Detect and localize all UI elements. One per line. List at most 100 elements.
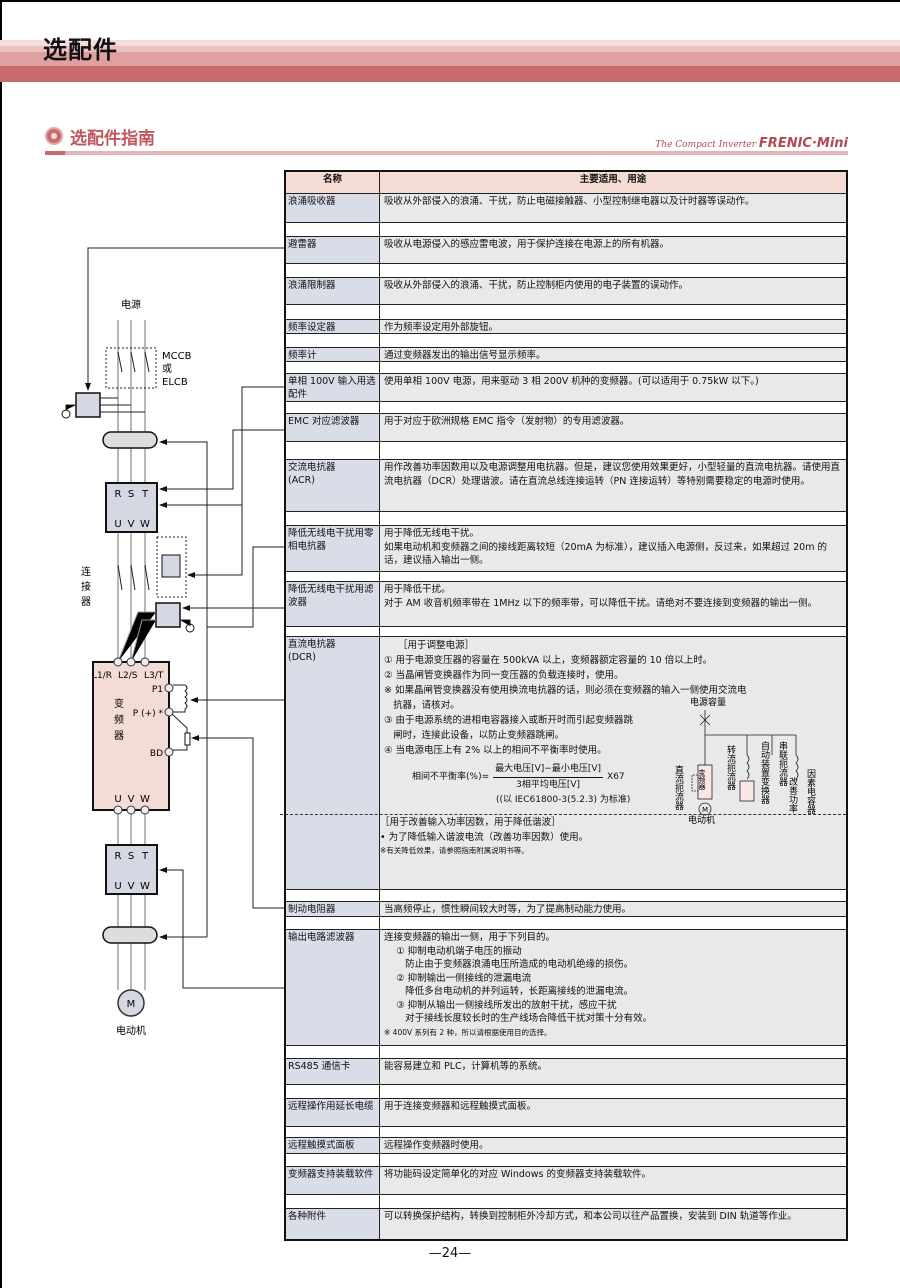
terminal-label: W <box>140 881 150 892</box>
terminal-label: W <box>140 519 150 530</box>
dcr-item: ② 当晶闸管变换器作为同一变压器的负载连接时，使用。 <box>384 670 624 681</box>
auto-converter-label: 自动装置变换器 <box>759 740 770 804</box>
formula-fraction: 最大电压[V]−最小电压[V] 3相平均电压[V] <box>493 762 604 793</box>
spacer-row <box>286 305 846 320</box>
table-row: RS485 通信卡能容易建立和 PLC，计算机等的系统。 <box>286 1059 846 1085</box>
spacer-row <box>286 362 846 374</box>
contactor-label: 接 <box>81 580 91 593</box>
spacer-cell <box>286 1046 380 1058</box>
power-capacity-diagram: 电源容量直流扼流器变频器M电动机转流扼流器自动装置变换器串联扼流器改善功率因素电… <box>673 696 816 825</box>
option-usage: 可以转换保护结构，转换到控制柜外冷却方式，和本公司以往产品置换，安装到 DIN … <box>380 1209 846 1239</box>
usage-text: 用作改善功率因数用以及电源调整用电抗器。但是，建议您使用效果更好，小型轻量的直流… <box>384 462 841 487</box>
inverter-label: 器 <box>114 730 124 742</box>
terminal-label: T <box>141 489 149 500</box>
spacer-cell <box>286 572 380 581</box>
table-row: 频率计通过变频器发出的输出信号显示频率。 <box>286 348 846 362</box>
table-row: 浪涌吸收器吸收从外部侵入的浪涌、干扰，防止电磁接触器、小型控制继电器以及计时器等… <box>286 194 846 223</box>
option-usage: ［用于调整电源］① 用于电源变压器的容量在 500kVA 以上，变频器额定容量的… <box>280 637 846 889</box>
terminal-label: V <box>128 519 135 530</box>
p1-terminal-label: P1 <box>152 685 163 695</box>
header-band <box>0 46 900 52</box>
spacer-row <box>286 442 846 460</box>
formula-numerator: 最大电压[V]−最小电压[V] <box>493 762 604 778</box>
usage-text: 用于连接变频器和远程触摸式面板。 <box>384 1101 537 1112</box>
option-usage: 通过变频器发出的输出信号显示频率。 <box>380 348 846 361</box>
section-divider <box>45 151 848 155</box>
usage-text: 将功能码设定简单化的对应 Windows 的变频器支持装载软件。 <box>384 1169 651 1180</box>
header-band <box>0 52 900 66</box>
option-name: 浪涌限制器 <box>286 278 380 304</box>
option-usage: 用于降低无线电干扰。 如果电动机和变频器之间的接线距离较短（20mA 为标准），… <box>380 526 846 571</box>
motor-label: 电动机 <box>116 1024 146 1037</box>
motor-label: 电动机 <box>688 814 715 825</box>
inverter-label: 变 <box>114 697 124 710</box>
option-name: RS485 通信卡 <box>286 1059 380 1084</box>
inverter-input-label: L2/S <box>118 671 138 681</box>
motor-symbol <box>117 989 145 1017</box>
formula-denominator: 3相平均电压[V] <box>516 780 581 790</box>
option-name: 频率计 <box>286 348 380 361</box>
spacer-row <box>286 1046 846 1059</box>
spacer-cell <box>286 890 380 901</box>
spacer-row <box>286 572 846 582</box>
dcr-section-2: ［用于改善输入功率因数，用于降低谐波］ • 为了降低输入谐波电流（改善功率因数）使… <box>280 814 846 856</box>
spacer-row <box>286 223 846 237</box>
dcr-item: ① 用于电源变压器的容量在 500kVA 以上，变频器额定容量的 10 倍以上时… <box>384 655 713 666</box>
option-name: 远程操作用延长电缆 <box>286 1099 380 1126</box>
usage-text: 吸收从外部侵入的浪涌、干扰，防止电磁接触器、小型控制继电器以及计时器等误动作。 <box>384 196 755 207</box>
table-row: 浪涌限制器吸收从外部侵入的浪涌、干扰，防止控制柜内使用的电子装置的误动作。 <box>286 278 846 305</box>
dcr-bullet: • 为了降低输入谐波电流（改善功率因数）使用。 <box>380 832 589 843</box>
option-name: 浪涌吸收器 <box>286 194 380 222</box>
dcr-item: ※ 如果晶闸管变换器没有使用换流电抗器的话，则必须在变频器的输入一侧使用交流电 … <box>384 685 747 711</box>
elcb-label: ELCB <box>162 377 188 388</box>
spacer-cell <box>286 305 380 319</box>
spacer-cell <box>286 223 380 236</box>
header-usage: 主要适用、用途 <box>380 172 846 193</box>
option-usage: 远程操作变频器时使用。 <box>380 1138 846 1153</box>
dcr-note: ※有关降低效果，请参照指南附属说明书等。 <box>380 846 529 855</box>
spacer-cell <box>380 917 846 929</box>
option-usage: 用于对应于欧洲规格 EMC 指令（发射物）的专用滤波器。 <box>380 414 846 441</box>
options-table: 名称主要适用、用途浪涌吸收器吸收从外部侵入的浪涌、干扰，防止电磁接触器、小型控制… <box>280 170 848 1241</box>
option-name: 频率设定器 <box>286 320 380 333</box>
table-row: 降低无线电干扰用零相电抗器用于降低无线电干扰。 如果电动机和变频器之间的接线距离… <box>286 526 846 572</box>
table-header: 名称主要适用、用途 <box>286 172 846 194</box>
option-usage: 将功能码设定简单化的对应 Windows 的变频器支持装载软件。 <box>380 1167 846 1194</box>
imbalance-formula: 相间不平衡率(%)=最大电压[V]−最小电压[V]3相平均电压[V]X67 <box>412 762 842 793</box>
terminal-label: U <box>114 881 121 892</box>
usage-text: 用于降低无线电干扰。 如果电动机和变频器之间的接线距离较短（20mA 为标准），… <box>384 528 827 566</box>
power-capacity-label: 电源容量 <box>690 696 726 708</box>
brand-logo: The Compact Inverter FRENIC·Mini <box>655 136 848 151</box>
output-filter <box>105 844 158 895</box>
usage-text: 使用单相 100V 电源，用来驱动 3 相 200V 机种的变频器。(可以适用于… <box>384 376 759 387</box>
usage-text: 用于降低干扰。 对于 AM 收音机频率带在 1MHz 以下的频率带，可以降低干扰… <box>384 584 818 609</box>
dcr-item: ③ 由于电源系统的进相电容器接入或断开时而引起变频器跳 闸时，连接此设备，以防止… <box>384 715 634 741</box>
option-name: 单相 100V 输入用选配件 <box>286 374 380 401</box>
noise-filter <box>117 602 195 663</box>
spacer-cell <box>286 362 380 373</box>
table-row: 单相 100V 输入用选配件使用单相 100V 电源，用来驱动 3 相 200V… <box>286 374 846 402</box>
zero-phase-reactor-out <box>102 926 158 944</box>
table-row: 远程操作用延长电缆用于连接变频器和远程触摸式面板。 <box>286 1099 846 1127</box>
page-number: —24— <box>428 1246 472 1261</box>
page-title: 选配件 <box>43 36 118 64</box>
terminal-label: T <box>141 851 149 862</box>
spacer-cell <box>286 1085 380 1098</box>
spacer-cell <box>286 917 380 929</box>
inverter-label: 变频器 <box>698 768 706 791</box>
table-row: 制动电阻器当高频停止，惯性瞬间较大时等，为了提高制动能力使用。 <box>286 902 846 917</box>
spacer-row <box>286 512 846 526</box>
dcr-heading-2: ［用于改善输入功率因数，用于降低谐波］ <box>380 817 561 828</box>
motor-symbol: M <box>702 806 708 814</box>
option-usage: 用作改善功率因数用以及电源调整用电抗器。但是，建议您使用效果更好，小型轻量的直流… <box>380 460 846 511</box>
spacer-cell <box>286 627 380 636</box>
usage-text: 当高频停止，惯性瞬间较大时等，为了提高制动能力使用。 <box>384 904 632 915</box>
spacer-row <box>286 890 846 902</box>
motor-symbol-label: M <box>127 999 136 1010</box>
table-row: 避雷器吸收从电源侵入的感应雷电波，用于保护连接在电源上的所有机器。 <box>286 237 846 264</box>
option-usage: 用于连接变频器和远程触摸式面板。 <box>380 1099 846 1126</box>
spacer-cell <box>286 402 380 413</box>
option-name: EMC 对应滤波器 <box>286 414 380 441</box>
capacitor-label: 因素电容器 <box>805 769 816 814</box>
